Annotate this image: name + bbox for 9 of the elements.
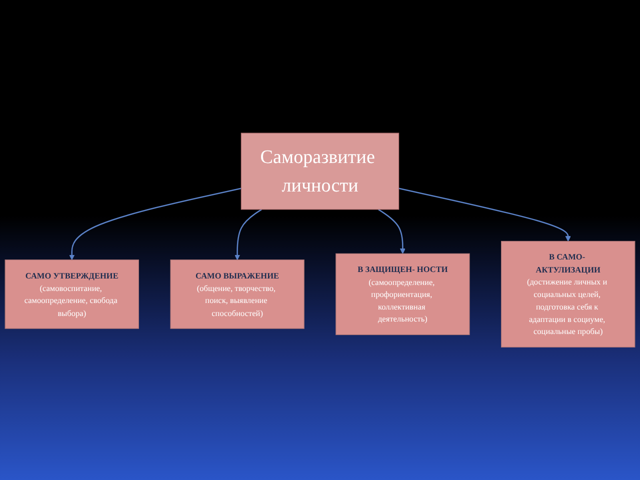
- node-box: Саморазвитие личности: [240, 132, 400, 210]
- arrow: [234, 208, 262, 260]
- arrow: [398, 188, 571, 242]
- arrow: [69, 188, 242, 260]
- node-box: САМО УТВЕРЖДЕНИЕ (самовоспитание, самоопределение, свобода выбора): [4, 259, 139, 329]
- arrow: [378, 208, 406, 254]
- node-box: В ЗАЩИЩЕН- НОСТИ (самоопределение, профориентация, коллективная деятельность): [336, 253, 470, 335]
- node-box: САМО ВЫРАЖЕНИЕ (общение, творчество, поиск, выявление способностей): [170, 259, 304, 329]
- node-box: В САМО- АКТУЛИЗАЦИИ (достижение личных и социальных целей, подготовка себя к адаптации в социуме, социальные пробы): [501, 240, 636, 348]
